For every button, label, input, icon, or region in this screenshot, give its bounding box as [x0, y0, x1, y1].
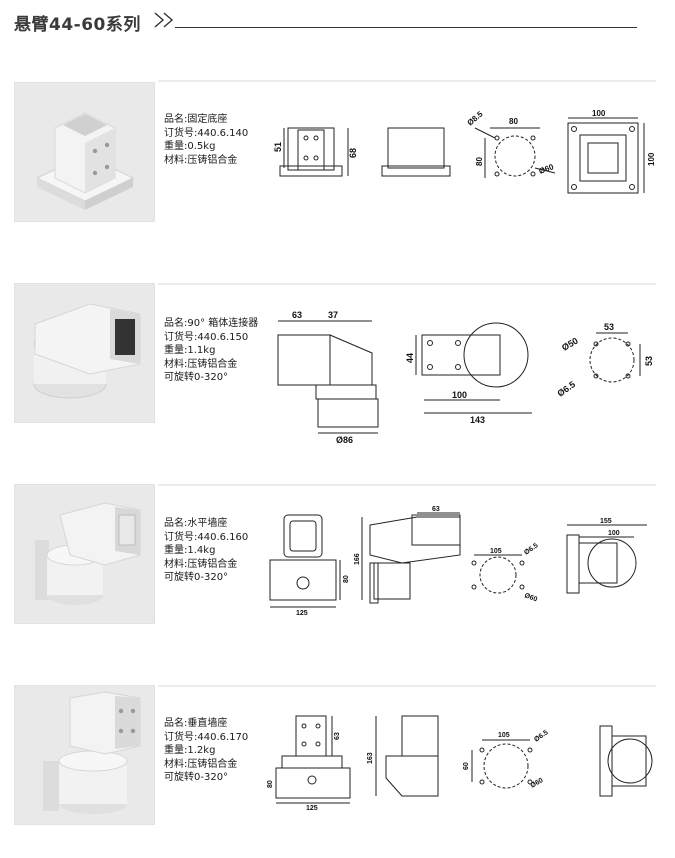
spec-line: 材料:压铸铝合金: [164, 558, 238, 570]
dim-label: 37: [328, 310, 338, 320]
dim-label: 60: [463, 762, 470, 770]
spec-line: 订货号:440.6.150: [164, 331, 249, 343]
product-specs: 品名:90° 箱体连接器 订货号:440.6.150 重量:1.1kg 材料:压…: [164, 317, 258, 385]
dim-label: 100: [647, 152, 656, 166]
dim-label: 155: [600, 518, 612, 525]
spec-line: 可旋转0-320°: [164, 572, 229, 583]
dim-label: 166: [354, 553, 361, 565]
technical-drawing: 80 125 63 166 105 Ø6.5 Ø60 155 100: [262, 505, 672, 620]
dim-label: Ø60: [530, 777, 545, 790]
spec-line: 材料:压铸铝合金: [164, 758, 238, 770]
dim-label: 125: [296, 610, 308, 617]
dim-label: 80: [343, 575, 350, 583]
spec-line: 重量:1.4kg: [164, 545, 216, 556]
dim-label: 68: [348, 148, 358, 158]
dim-label: Ø6.5: [533, 729, 550, 743]
dim-label: 80: [267, 780, 274, 788]
dim-label: Ø60: [523, 592, 538, 603]
spec-line: 品名:90° 箱体连接器: [164, 318, 259, 329]
dim-label: 63: [292, 310, 302, 320]
spec-line: 材料:压铸铝合金: [164, 358, 238, 370]
section-divider: [158, 484, 656, 486]
spec-line: 品名:固定底座: [164, 114, 228, 125]
dim-label: Ø6.5: [523, 542, 540, 556]
dim-label: 80: [509, 117, 518, 126]
dim-label: Ø60: [538, 162, 556, 176]
product-specs: 品名:固定底座 订货号:440.6.140 重量:0.5kg 材料:压铸铝合金: [164, 113, 248, 167]
dim-label: 51: [273, 142, 283, 152]
product-specs: 品名:垂直墙座 订货号:440.6.170 重量:1.2kg 材料:压铸铝合金 …: [164, 717, 248, 785]
spec-line: 重量:1.1kg: [164, 345, 216, 356]
dim-label: 100: [452, 390, 467, 400]
dim-label: 100: [592, 109, 606, 118]
product-photo: [14, 82, 155, 222]
dim-label: 63: [334, 732, 341, 740]
dim-label: 53: [604, 322, 614, 332]
dim-label: Ø8.5: [466, 109, 485, 127]
spec-line: 订货号:440.6.170: [164, 731, 249, 743]
spec-line: 重量:1.2kg: [164, 745, 216, 756]
spec-line: 材料:压铸铝合金: [164, 154, 238, 166]
technical-drawing: 63 80 125 163 105 Ø6.5 60 Ø60: [262, 708, 672, 813]
product-specs: 品名:水平墙座 订货号:440.6.160 重量:1.4kg 材料:压铸铝合金 …: [164, 517, 248, 585]
product-photo: [14, 283, 155, 423]
product-photo: [14, 685, 155, 825]
dim-label: 105: [490, 548, 502, 555]
technical-drawing: 51 68 Ø8.5 80 80 Ø60 100 100: [270, 108, 670, 203]
spec-line: 品名:水平墙座: [164, 518, 228, 529]
product-photo: [14, 484, 155, 624]
spec-line: 重量:0.5kg: [164, 141, 216, 152]
dim-label: 44: [405, 353, 415, 363]
dim-label: 163: [367, 752, 374, 764]
page-title: 悬臂44-60系列: [14, 15, 141, 35]
spec-line: 品名:垂直墙座: [164, 718, 228, 729]
dim-label: 80: [475, 157, 484, 166]
dim-label: 105: [498, 732, 510, 739]
dim-label: 100: [608, 530, 620, 537]
section-divider: [158, 685, 656, 687]
section-divider: [158, 80, 656, 82]
dim-label: Ø50: [560, 336, 580, 353]
spec-line: 可旋转0-320°: [164, 772, 229, 783]
spec-line: 订货号:440.6.160: [164, 531, 249, 543]
technical-drawing: 63 37 Ø86 44 100 143 53 Ø50 53 Ø6.5: [270, 305, 670, 445]
dim-label: 143: [470, 415, 485, 425]
double-chevron-icon: [154, 12, 174, 28]
dim-label: 63: [432, 506, 440, 513]
dim-label: 125: [306, 805, 318, 812]
title-underline: [175, 27, 637, 28]
section-divider: [158, 283, 656, 285]
spec-line: 可旋转0-320°: [164, 372, 229, 383]
dim-label: Ø86: [336, 435, 353, 445]
dim-label: Ø6.5: [555, 379, 577, 398]
spec-line: 订货号:440.6.140: [164, 127, 249, 139]
dim-label: 53: [644, 356, 654, 366]
